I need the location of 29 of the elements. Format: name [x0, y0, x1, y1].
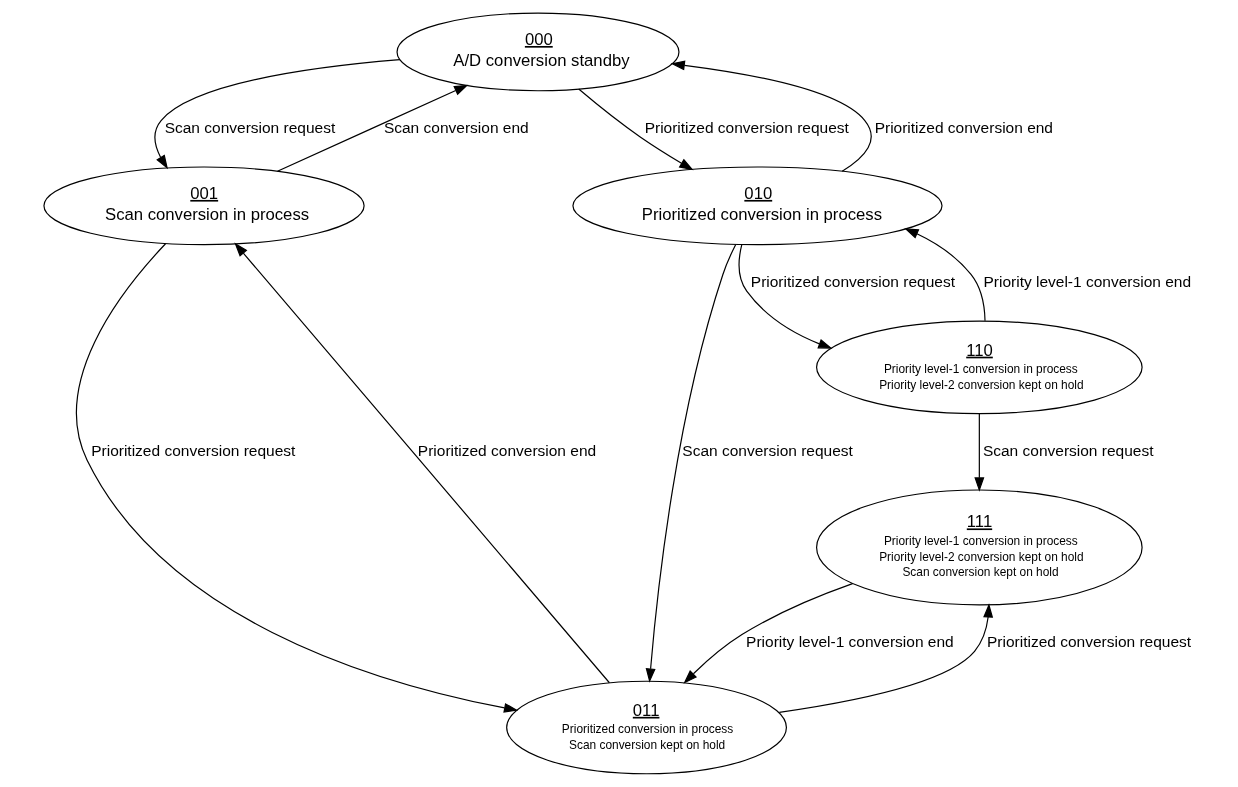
- arrow: [233, 242, 610, 684]
- arrow: [973, 413, 984, 492]
- node-ellipse: 000 A/D conversion standby: [395, 12, 680, 92]
- edge-label: Prioritized conversion request: [90, 441, 295, 459]
- arrow: [737, 244, 832, 349]
- edge-label: Prioritized conversion request: [986, 633, 1191, 651]
- edge-label: Scan conversion end: [383, 118, 529, 136]
- edge-label: Prioritized conversion end: [874, 118, 1053, 136]
- edge-label: Prioritized conversion request: [644, 118, 849, 136]
- node-ellipse: 001 Scan conversion in process: [42, 166, 365, 246]
- arrow: [778, 603, 993, 713]
- arrow: [75, 243, 518, 713]
- edge-label: Priority level-1 conversion end: [982, 272, 1191, 290]
- edge-label: Prioritized conversion end: [417, 441, 596, 459]
- edge-label: Scan conversion request: [681, 441, 853, 459]
- arrow: [682, 583, 853, 684]
- arrow: [645, 244, 736, 683]
- arrow: [903, 228, 986, 322]
- node-ellipse: 111 Priority level-1 conversion in process Priority level-2 conversion kept on hold Scan conversion kept on hold: [815, 489, 1143, 606]
- edge-label: Scan conversion request: [164, 118, 335, 136]
- arrow: [670, 60, 872, 172]
- edge-label: Prioritized conversion request: [750, 272, 955, 290]
- edge-label: Priority level-1 conversion end: [745, 633, 954, 651]
- edge-label: Scan conversion request: [982, 441, 1153, 459]
- arrow: [577, 88, 694, 171]
- node-ellipse: 011 Prioritized conversion in process Scan conversion kept on hold: [505, 680, 787, 775]
- arrow: [153, 59, 400, 170]
- arrow: [276, 84, 468, 172]
- node-ellipse: 010 Prioritized conversion in process: [571, 166, 943, 246]
